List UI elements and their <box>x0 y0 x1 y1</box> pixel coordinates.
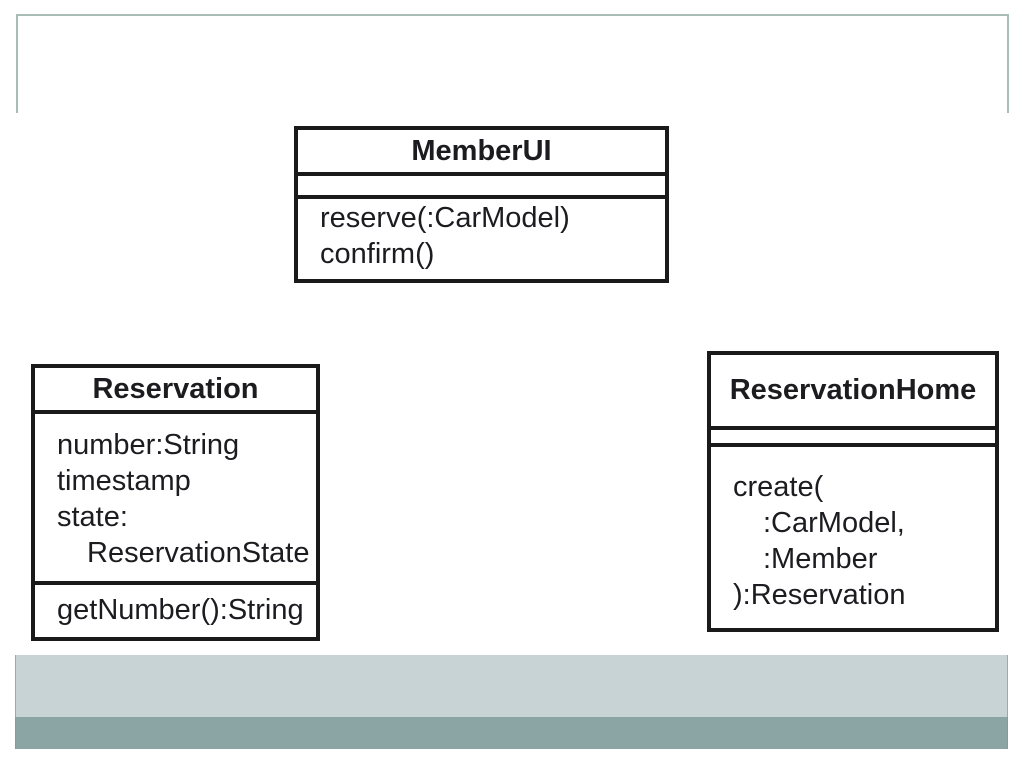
footer-light-band <box>15 655 1008 717</box>
class-attributes-reservation-home <box>711 430 995 447</box>
attribute-line: timestamp <box>57 465 191 497</box>
class-methods-reservation-home: create( :CarModel, :Member ):Reservation <box>711 447 995 628</box>
method-line: create( <box>733 471 824 503</box>
class-methods-reservation: getNumber():String <box>35 585 316 637</box>
attribute-line: state: <box>57 501 128 533</box>
class-name-reservation-home: ReservationHome <box>711 355 995 430</box>
class-methods-member-ui: reserve(:CarModel) confirm() <box>298 199 665 279</box>
method-line: ):Reservation <box>733 579 906 611</box>
method-line: reserve(:CarModel) <box>320 202 570 234</box>
attribute-line: number:String <box>57 429 240 461</box>
class-box-reservation-home: ReservationHome create( :CarModel, :Memb… <box>707 351 999 632</box>
method-line: getNumber():String <box>57 594 304 626</box>
method-line: :CarModel, <box>763 507 905 539</box>
class-attributes-member-ui <box>298 176 665 199</box>
attribute-line: ReservationState <box>87 537 310 569</box>
footer-dark-band <box>15 717 1008 749</box>
class-attributes-reservation: number:String timestamp state: Reservati… <box>35 414 316 585</box>
slide-content-frame <box>16 14 1009 113</box>
class-name-reservation: Reservation <box>35 368 316 414</box>
method-line: :Member <box>763 543 878 575</box>
class-name-member-ui: MemberUI <box>298 130 665 176</box>
method-line: confirm() <box>320 238 435 270</box>
class-box-reservation: Reservation number:String timestamp stat… <box>31 364 320 641</box>
class-box-member-ui: MemberUI reserve(:CarModel) confirm() <box>294 126 669 283</box>
